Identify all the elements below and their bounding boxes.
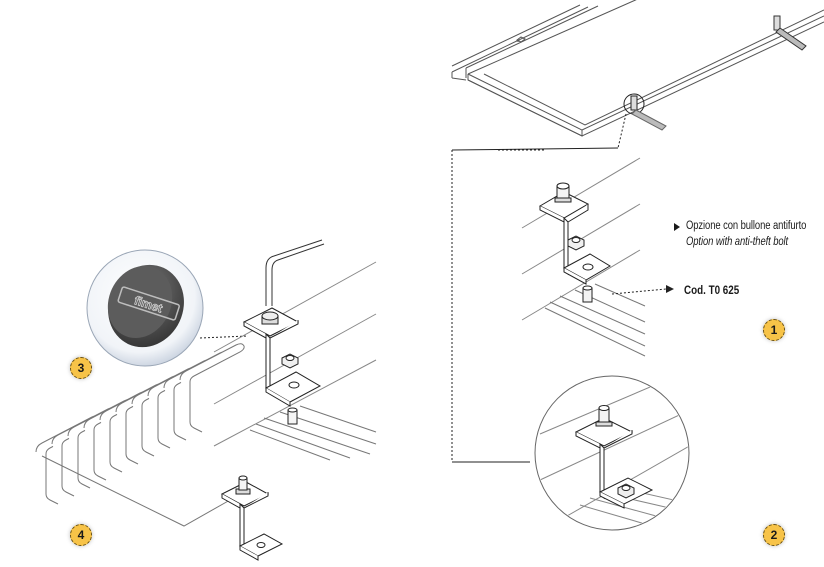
mini-clamp-left [516, 36, 526, 43]
step-badge-4: 4 [70, 524, 92, 546]
step-badge-3: 3 [70, 357, 92, 379]
hex-key [265, 239, 325, 306]
panel-3-clamp [242, 307, 322, 425]
step-badge-2: 2 [763, 524, 785, 546]
solar-panel-frame [451, 0, 824, 137]
mini-clamp-right [773, 15, 807, 51]
comb-tooth [179, 343, 245, 433]
option-label-en: Option with anti-theft bolt [686, 236, 789, 248]
mini-clamp-center [623, 93, 667, 131]
leader-frame [451, 113, 627, 463]
panel-2-detail-circle [534, 375, 690, 531]
bullet-triangle-icon [674, 223, 680, 231]
product-code-label: Cod. T0 625 [684, 283, 740, 297]
comb-clip [35, 343, 245, 527]
cap-leader [199, 335, 249, 339]
cap-bubble: fimet [86, 249, 204, 367]
step-badge-1: 1 [763, 319, 785, 341]
comb-base [41, 455, 231, 527]
panel-4-clamp [220, 475, 284, 561]
panel-1-rail [544, 283, 646, 357]
panel-1-clamp [538, 182, 611, 303]
code-leader [611, 285, 674, 295]
option-label-it: Opzione con bullone antifurto [686, 220, 807, 232]
panel-3-rail [249, 405, 377, 461]
